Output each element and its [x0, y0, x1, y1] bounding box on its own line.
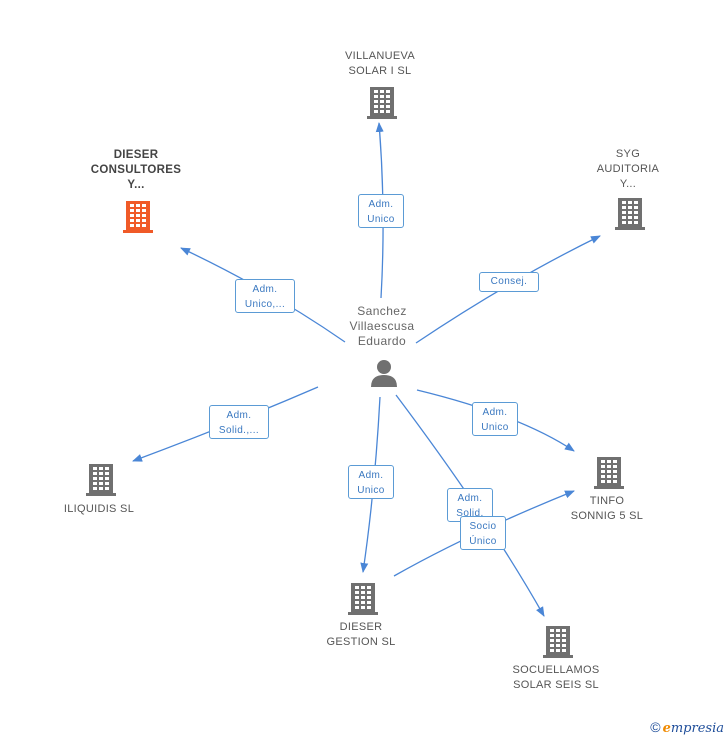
company-name-socuellamos[interactable]: SOCUELLAMOS SOLAR SEIS SL: [512, 664, 600, 691]
company-name-dieser-gestion[interactable]: DIESER GESTION SL: [326, 621, 396, 648]
building-icon[interactable]: [85, 462, 117, 503]
person-name[interactable]: Sanchez Villaescusa Eduardo: [349, 304, 415, 348]
company-name-dieser-consultores[interactable]: DIESER CONSULTORES Y...: [90, 148, 182, 191]
brand-footer[interactable]: ©empresia: [650, 719, 724, 736]
building-icon[interactable]: [593, 455, 625, 496]
company-name-syg[interactable]: SYG AUDITORIA Y...: [596, 147, 660, 190]
relation-label-dieser_gestion[interactable]: Adm. Unico: [348, 465, 394, 499]
person-icon[interactable]: [369, 359, 399, 392]
company-name-tinfo[interactable]: TINFO SONNIG 5 SL: [570, 495, 644, 522]
building-icon[interactable]: [614, 196, 646, 237]
company-name-villanueva[interactable]: VILLANUEVA SOLAR I SL: [344, 50, 416, 77]
relation-label-villanueva[interactable]: Adm. Unico: [358, 194, 404, 228]
relation-label-tinfo[interactable]: Socio Único: [460, 516, 506, 550]
relation-label-syg[interactable]: Consej.: [479, 272, 539, 292]
relation-label-iliquidis[interactable]: Adm. Solid.,...: [209, 405, 269, 439]
copyright-symbol: ©: [650, 719, 661, 735]
building-icon[interactable]: [347, 581, 379, 622]
brand-logo-text: mpresia: [670, 721, 724, 736]
building-icon[interactable]: [122, 199, 154, 240]
brand-logo-letter: e: [662, 721, 671, 736]
relation-label-tinfo[interactable]: Adm. Unico: [472, 402, 518, 436]
relation-label-dieser_consultores[interactable]: Adm. Unico,...: [235, 279, 295, 313]
building-icon[interactable]: [366, 85, 398, 126]
building-icon[interactable]: [542, 624, 574, 665]
company-name-iliquidis[interactable]: ILIQUIDIS SL: [63, 502, 135, 515]
